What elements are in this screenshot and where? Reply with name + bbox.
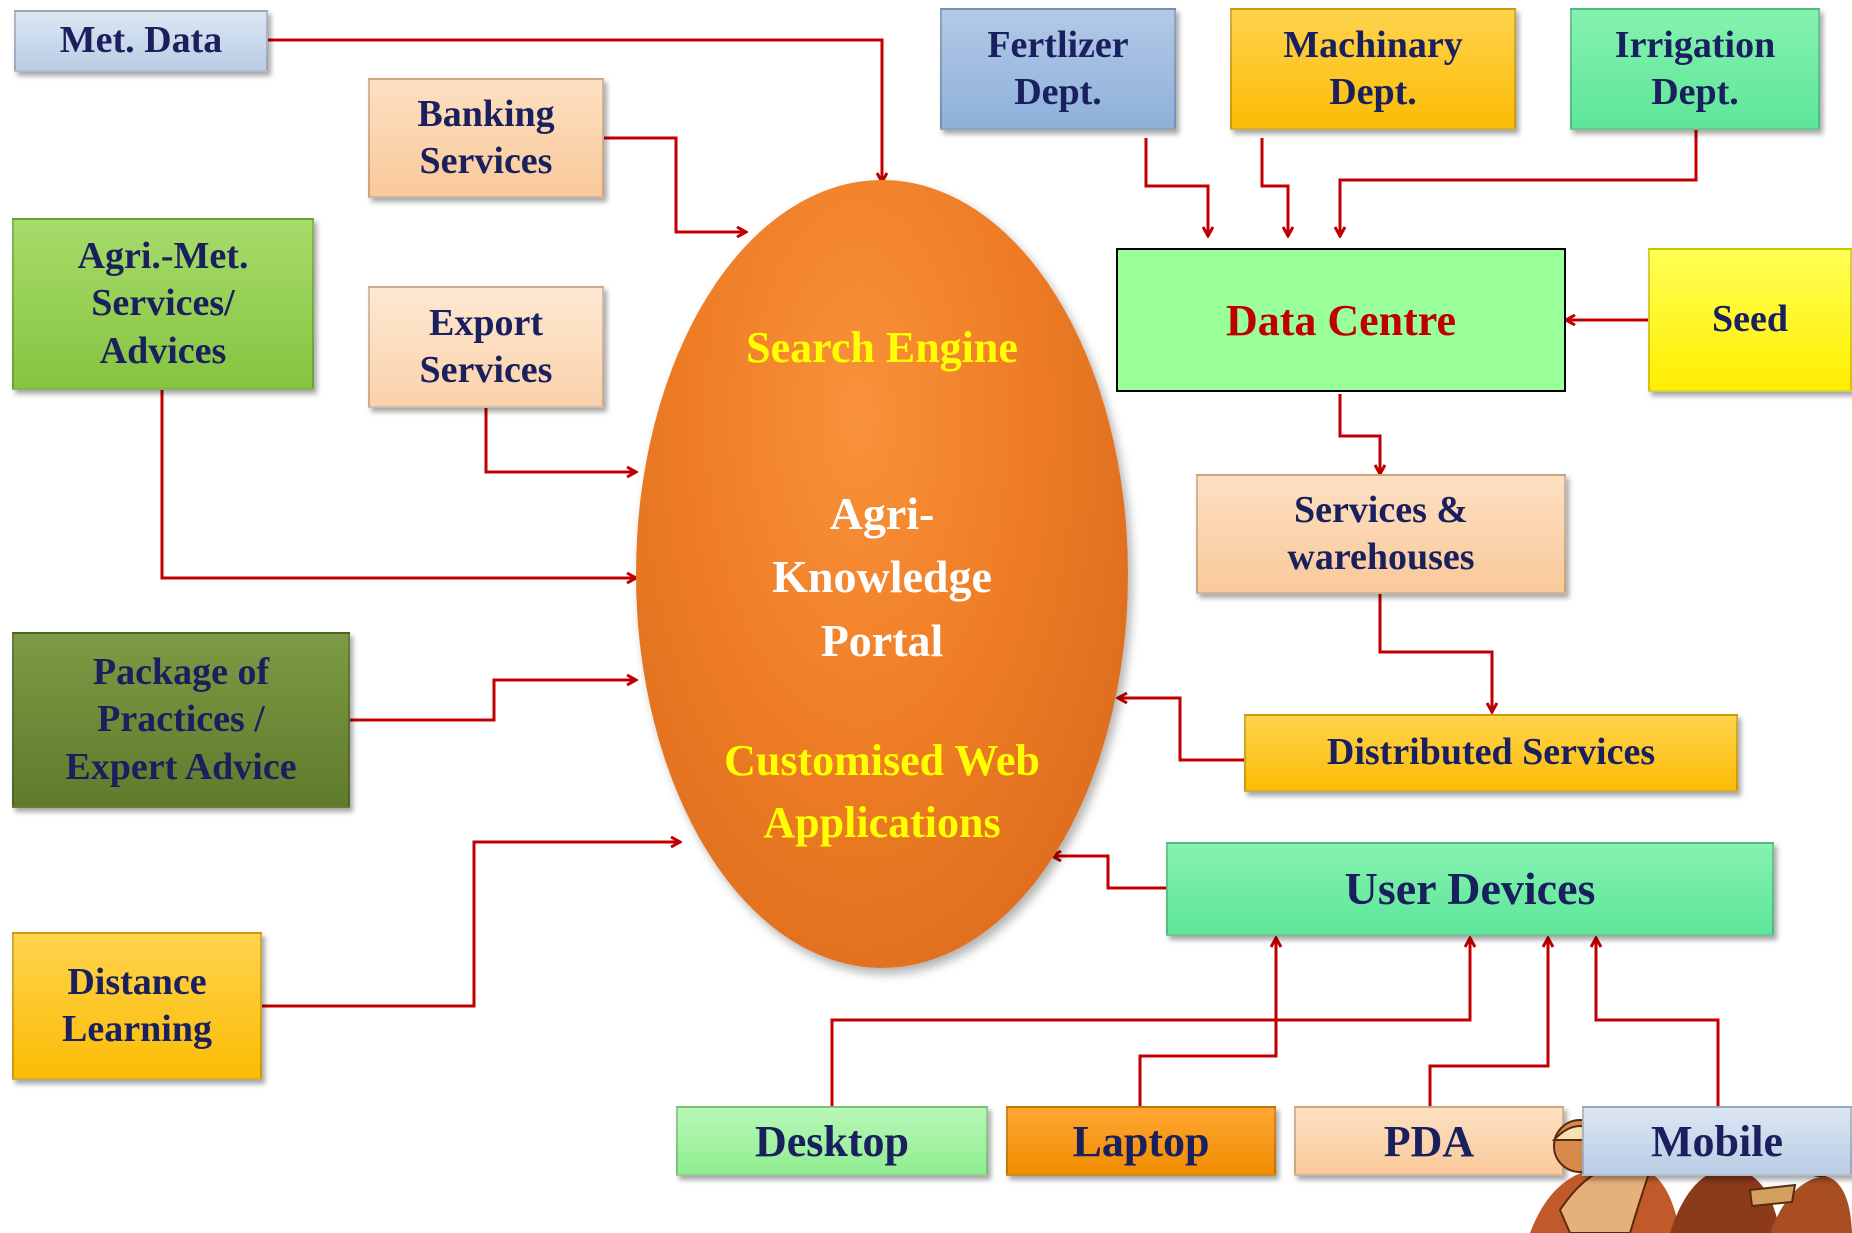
portal-title: Agri- Knowledge Portal xyxy=(772,488,992,666)
arrow-services-distributed xyxy=(1378,594,1492,712)
customised-web-label: Customised Web Applications xyxy=(724,736,1040,847)
met-data-box: Met. Data xyxy=(14,10,268,72)
services-warehouses-box: Services & warehouses xyxy=(1196,474,1566,594)
arrow-mobile xyxy=(1596,938,1720,1106)
search-engine-label: Search Engine xyxy=(746,323,1018,372)
machinery-dept-box: Machinary Dept. xyxy=(1230,8,1516,130)
arrow-agri-met xyxy=(160,390,636,578)
arrow-banking xyxy=(604,136,746,232)
user-devices-box: User Devices xyxy=(1166,842,1774,936)
arrow-export xyxy=(484,408,636,472)
package-of-practices-box: Package of Practices / Expert Advice xyxy=(12,632,350,808)
arrow-distance xyxy=(262,842,680,1008)
laptop-box: Laptop xyxy=(1006,1106,1276,1176)
desktop-box: Desktop xyxy=(676,1106,988,1176)
arrow-met-data xyxy=(268,38,882,182)
data-centre-box: Data Centre xyxy=(1116,248,1566,392)
mobile-box: Mobile xyxy=(1582,1106,1852,1176)
distance-learning-box: Distance Learning xyxy=(12,932,262,1080)
seed-box: Seed xyxy=(1648,248,1852,392)
portal-ellipse xyxy=(636,180,1128,968)
arrow-user-devices-portal xyxy=(1052,856,1166,890)
banking-services-box: Banking Services xyxy=(368,78,604,198)
arrow-package xyxy=(350,680,636,722)
arrow-irrigation xyxy=(1340,124,1698,236)
agri-met-services-box: Agri.-Met. Services/ Advices xyxy=(12,218,314,390)
arrow-laptop xyxy=(1138,938,1276,1106)
irrigation-dept-box: Irrigation Dept. xyxy=(1570,8,1820,130)
arrow-fertilizer xyxy=(1144,138,1208,236)
distributed-services-box: Distributed Services xyxy=(1244,714,1738,792)
arrow-desktop xyxy=(830,938,1470,1106)
arrow-pda xyxy=(1428,938,1548,1106)
arrow-data-centre-services xyxy=(1338,394,1380,474)
fertilizer-dept-box: Fertlizer Dept. xyxy=(940,8,1176,130)
arrow-distributed-portal xyxy=(1118,698,1244,762)
arrow-machinery xyxy=(1260,138,1288,236)
export-services-box: Export Services xyxy=(368,286,604,408)
